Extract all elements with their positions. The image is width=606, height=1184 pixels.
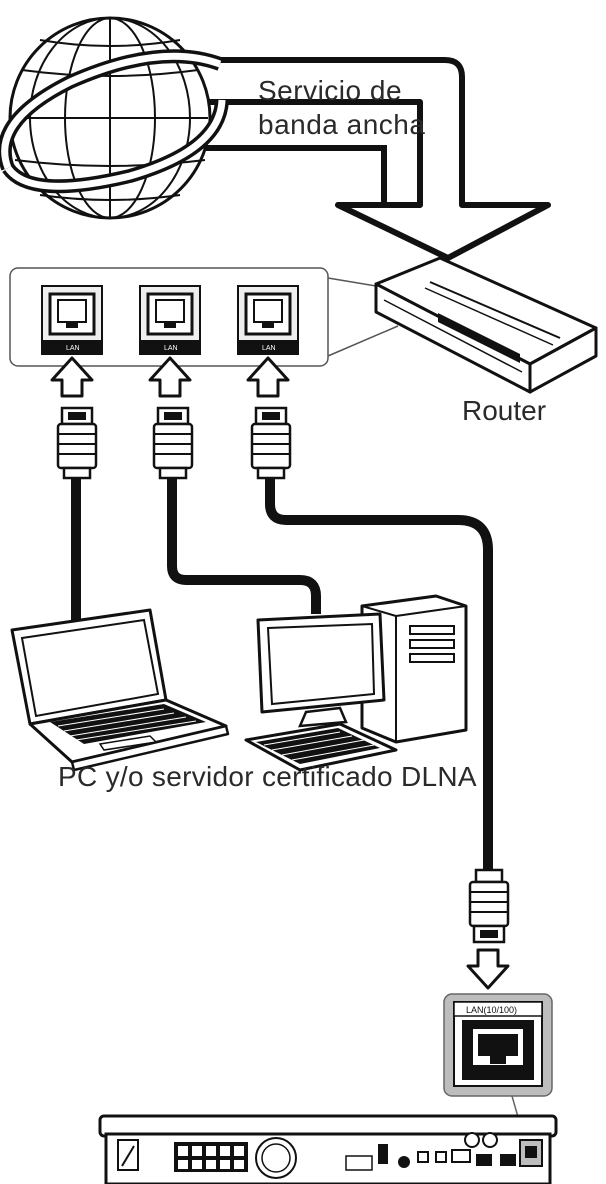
laptop-icon [10,608,230,772]
broadband-arrow [170,57,551,261]
dlna-server-label: PC y/o servidor certificado DLNA [58,761,477,792]
ethernet-plug-icon [152,406,194,480]
ethernet-plug-icon [56,406,98,480]
blu-ray-player-icon [98,1114,558,1184]
player-port-label: LAN(10/100) [466,1005,517,1015]
port-label: LAN [66,345,80,352]
up-arrow-port-3 [246,356,290,398]
router-lan-port-1: LAN [41,285,103,355]
down-arrow-player-port [466,948,510,990]
up-arrow-port-2 [148,356,192,398]
broadband-service-label: Servicio de banda ancha [258,74,425,142]
router-icon [374,256,598,394]
ethernet-plug-icon [468,868,510,944]
ethernet-cables [71,476,493,872]
up-arrow-port-1 [50,356,94,398]
ethernet-plug-icon [250,406,292,480]
globe-icon [0,16,229,220]
port-label: LAN [164,345,178,352]
broadband-label-line-2: banda ancha [258,109,426,140]
router-lan-port-2: LAN [139,285,201,355]
desktop-pc-icon [244,594,468,772]
router-lan-port-3: LAN [237,285,299,355]
player-lan-callout: LAN(10/100) [443,993,553,1139]
port-label: LAN [262,345,276,352]
router-label: Router [462,395,547,426]
broadband-label-line-1: Servicio de [258,75,403,106]
